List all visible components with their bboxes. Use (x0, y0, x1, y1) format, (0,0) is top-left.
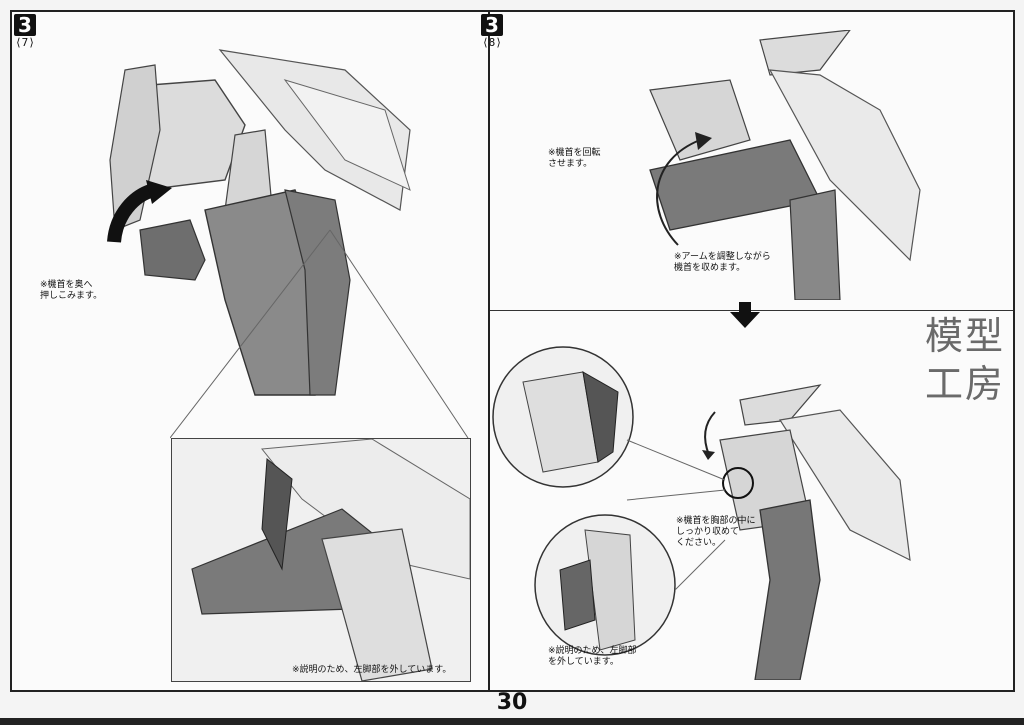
watermark: 模型 工房 (920, 312, 1010, 408)
detail-illustration (191, 439, 470, 681)
highlight-circle (722, 467, 754, 499)
note-fit-into-chest: ※機首を胸部の中に しっかり収めて ください。 (676, 516, 756, 548)
robot-figure-chest-illustration (719, 384, 911, 680)
step-label-8: 3 ⟨8⟩ (481, 14, 503, 49)
zoom-circle-lower (534, 514, 676, 656)
caption-left-leg-removed-right: ※説明のため、左脚部 を外しています。 (548, 646, 637, 667)
down-arrow-icon (730, 302, 760, 328)
step-label-7: 3 ⟨7⟩ (14, 14, 36, 49)
detail-inset: ※説明のため、左脚部を外しています。 (171, 438, 471, 682)
watermark-line-2: 工房 (924, 362, 1005, 406)
tilt-arrow-icon (702, 411, 716, 460)
note-push-nose: ※機首を奥へ 押しこみます。 (40, 280, 103, 301)
zoom-callout-lines (170, 229, 469, 439)
caption-left-leg-removed: ※説明のため、左脚部を外しています。 (292, 665, 452, 675)
note-rotate-nose: ※機首を回転 させます。 (548, 148, 601, 169)
panel-divider-horizontal (490, 310, 1013, 311)
zoom-circle-upper (492, 346, 634, 488)
zoom-callout-lines-right (626, 439, 726, 591)
watermark-line-1: 模型 (924, 314, 1005, 358)
step-number: 3 (481, 14, 503, 36)
robot-figure-illustration (109, 49, 411, 396)
step-number: 3 (14, 14, 36, 36)
page-number: 30 (496, 690, 528, 715)
curved-arrow-icon (107, 180, 172, 243)
robot-figure-rotate-illustration (649, 30, 921, 300)
step-sub-number: ⟨7⟩ (15, 36, 35, 49)
note-adjust-arm: ※アームを調整しながら 機首を収めます。 (674, 252, 771, 273)
step-sub-number: ⟨8⟩ (482, 36, 502, 49)
panel-divider-vertical (488, 12, 490, 690)
bottom-edge (0, 718, 1024, 725)
rotate-arrow-icon (656, 132, 712, 246)
